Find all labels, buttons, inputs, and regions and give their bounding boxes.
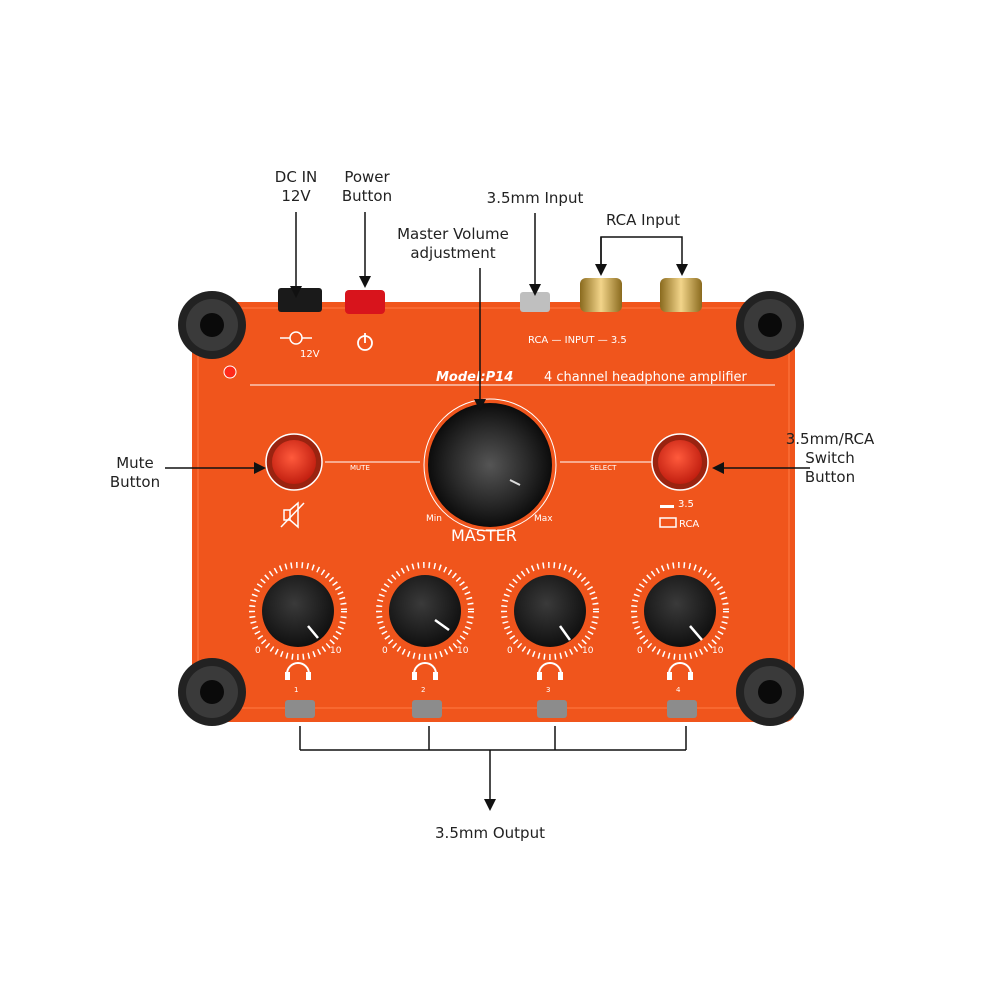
rubber-foot (736, 658, 804, 726)
channel-4-min: 0 (637, 646, 643, 656)
channel-3-min: 0 (507, 646, 513, 656)
master-volume-knob[interactable] (428, 403, 552, 527)
channel-3-group: 0 10 3 (501, 562, 599, 718)
switch-callout: 3.5mm/RCA Switch Button (785, 430, 875, 486)
mute-panel-label: MUTE (350, 464, 370, 472)
headphone-icon (286, 662, 310, 675)
power-icon (357, 333, 373, 351)
channel-3-knob[interactable] (514, 575, 586, 647)
mute-speaker-icon (280, 501, 305, 529)
channel-4-max: 10 (712, 646, 724, 656)
channel-4-knob[interactable] (644, 575, 716, 647)
output-jack-4 (667, 700, 697, 718)
master-label: MASTER (451, 526, 517, 545)
channel-4-group: 0 10 4 (631, 562, 729, 718)
headphone-icon (413, 662, 437, 675)
master-volume-callout: Master Volume adjustment (397, 225, 509, 262)
output-callout: 3.5mm Output (435, 824, 545, 842)
master-min-label: Min (426, 514, 442, 524)
channel-1-group: 0 10 1 (249, 562, 347, 718)
channel-3-max: 10 (582, 646, 594, 656)
channel-1-max: 10 (330, 646, 342, 656)
mute-button[interactable] (272, 440, 316, 484)
rca-left-jack (580, 278, 622, 312)
dc-panel-label: 12V (300, 349, 320, 360)
option-rca-label: RCA (679, 519, 699, 530)
model-label: Model:P14 (436, 370, 513, 385)
channel-2-number: 2 (421, 686, 425, 694)
input-35-callout: 3.5mm Input (486, 189, 584, 207)
channel-4-number: 4 (676, 686, 681, 694)
channel-2-max: 10 (457, 646, 469, 656)
select-panel-label: SELECT (590, 464, 617, 472)
dc-in-jack (278, 288, 322, 312)
channel-1-knob[interactable] (262, 575, 334, 647)
channel-2-knob[interactable] (389, 575, 461, 647)
headphone-icon (538, 662, 562, 675)
dc-in-callout: DC IN 12V (274, 168, 318, 205)
rubber-foot (178, 658, 246, 726)
output-jack-2 (412, 700, 442, 718)
input-35-jack (520, 292, 550, 312)
headphone-icon (668, 662, 692, 675)
channel-2-group: 0 10 2 (376, 562, 474, 718)
power-callout: Power Button (341, 168, 393, 205)
mute-callout: Mute Button (109, 454, 161, 491)
channel-3-number: 3 (546, 686, 550, 694)
power-button-cap (345, 290, 385, 314)
channel-2-min: 0 (382, 646, 388, 656)
output-jack-1 (285, 700, 315, 718)
switch-button[interactable] (658, 440, 702, 484)
rubber-foot (736, 291, 804, 359)
rubber-foot (178, 291, 246, 359)
panel-title: 4 channel headphone amplifier (544, 370, 748, 385)
channel-1-number: 1 (294, 686, 298, 694)
master-max-label: Max (534, 514, 553, 524)
output-jack-3 (537, 700, 567, 718)
input-panel-label: RCA — INPUT — 3.5 (528, 335, 627, 346)
led-indicator (223, 365, 237, 379)
rca-input-callout: RCA Input (605, 211, 681, 229)
option-35-label: 3.5 (678, 499, 694, 510)
channel-1-min: 0 (255, 646, 261, 656)
rca-right-jack (660, 278, 702, 312)
